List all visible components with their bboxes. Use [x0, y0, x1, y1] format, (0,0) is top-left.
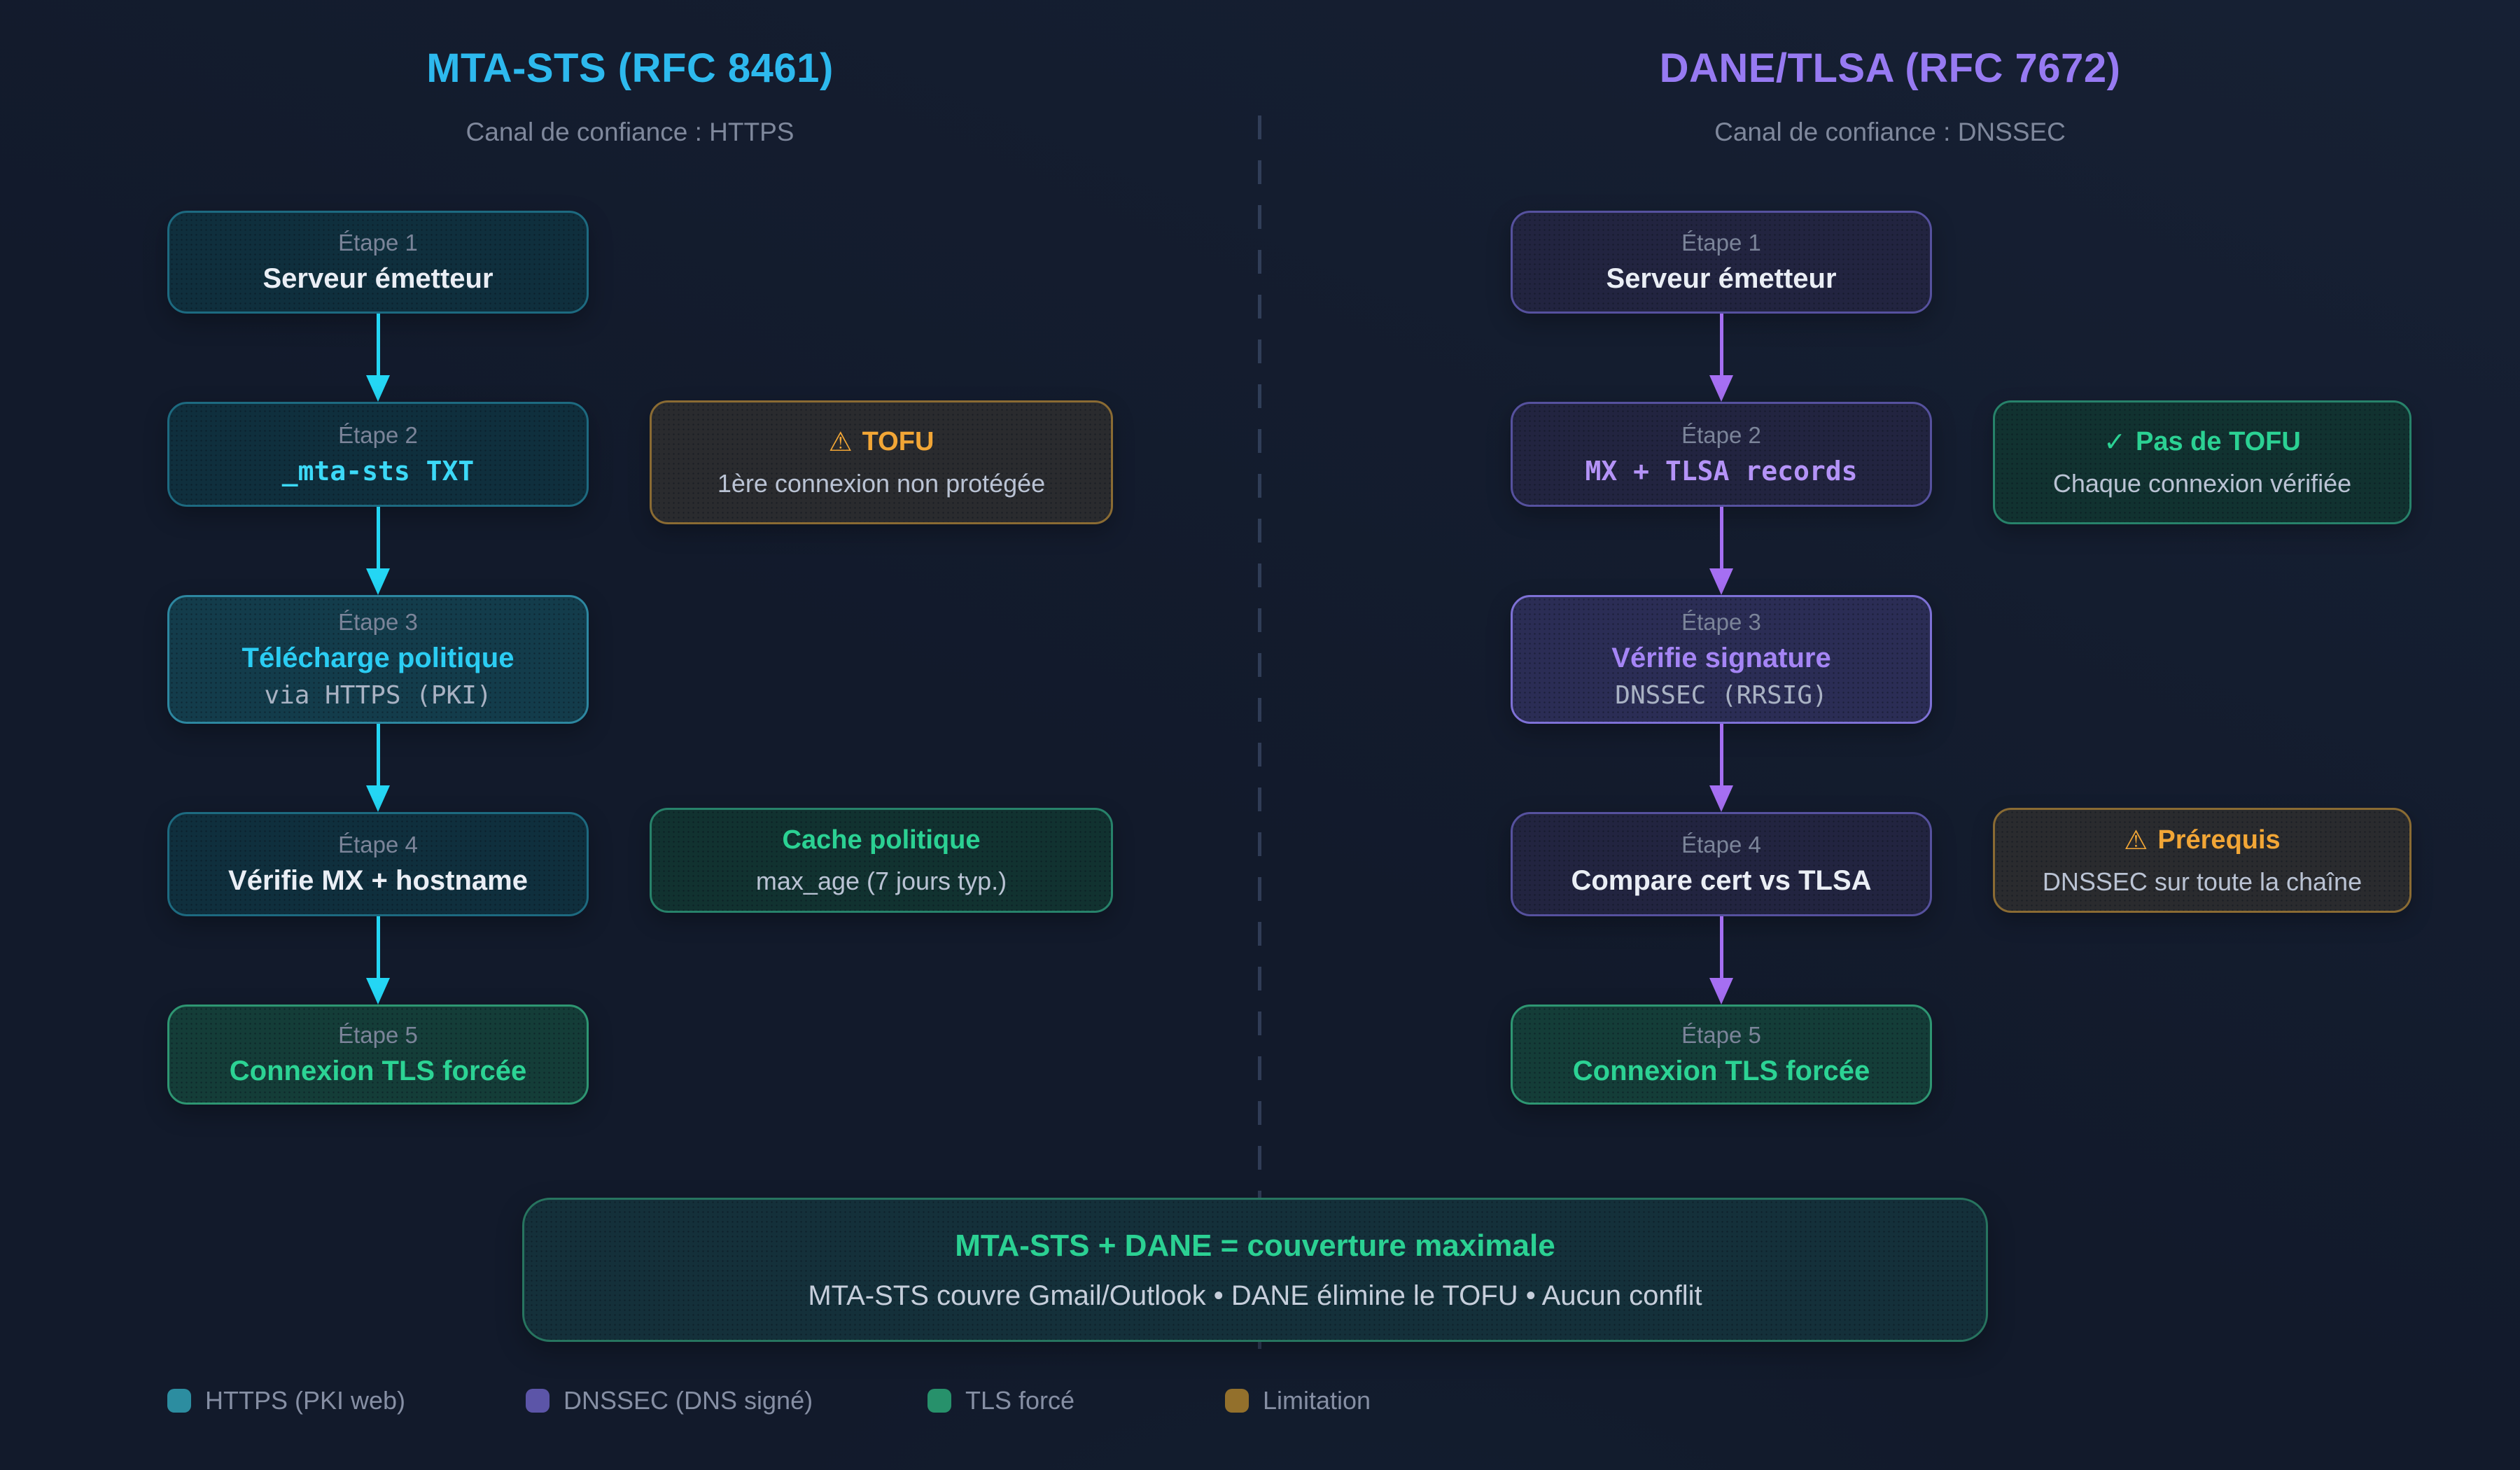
legend-label: TLS forcé	[965, 1386, 1075, 1415]
step-label: Étape 3	[1681, 609, 1761, 635]
summary-text: MTA-STS couvre Gmail/Outlook • DANE élim…	[808, 1280, 1702, 1311]
callout-title: Cache politique	[783, 825, 981, 855]
step-label: Étape 2	[1681, 422, 1761, 448]
callout-title: ⚠ Prérequis	[2124, 825, 2280, 856]
legend-label: Limitation	[1263, 1386, 1371, 1415]
warning-icon: ⚠	[828, 428, 853, 457]
step-label: Étape 2	[338, 422, 418, 448]
dane-tlsa-subtitle: Canal de confiance : DNSSEC	[1714, 118, 2066, 146]
callout-text: DNSSEC sur toute la chaîne	[2042, 867, 2362, 896]
step-title: Vérifie MX + hostname	[228, 865, 528, 896]
step-box-verifie-mx: Étape 4 Vérifie MX + hostname	[167, 812, 589, 916]
legend-label: DNSSEC (DNS signé)	[564, 1386, 813, 1415]
step-title: MX + TLSA records	[1585, 456, 1858, 486]
callout-title-text: Prérequis	[2157, 825, 2281, 855]
mta-sts-subtitle: Canal de confiance : HTTPS	[465, 118, 794, 146]
callout-text: 1ère connexion non protégée	[717, 469, 1046, 498]
callout-pas-de-tofu: ✓ Pas de TOFU Chaque connexion vérifiée	[1993, 400, 2412, 524]
callout-title: ⚠ TOFU	[829, 426, 934, 458]
step-box-serveur-emetteur: Étape 1 Serveur émetteur	[167, 211, 589, 314]
step-label: Étape 1	[1681, 230, 1761, 255]
step-box-verifie-signature: Étape 3 Vérifie signature DNSSEC (RRSIG)	[1511, 595, 1932, 724]
step-box-serveur-emetteur: Étape 1 Serveur émetteur	[1511, 211, 1932, 314]
legend-swatch-https	[167, 1389, 191, 1413]
callout-prerequis: ⚠ Prérequis DNSSEC sur toute la chaîne	[1993, 808, 2412, 913]
flow-arrow-down-icon	[366, 916, 390, 1004]
callout-text: max_age (7 jours typ.)	[755, 866, 1007, 895]
legend-swatch-tls-force	[927, 1389, 951, 1413]
callout-cache-politique: Cache politique max_age (7 jours typ.)	[650, 808, 1113, 913]
dane-tlsa-panel: DANE/TLSA (RFC 7672) Canal de confiance …	[1260, 0, 2520, 1470]
step-box-connexion-tls: Étape 5 Connexion TLS forcée	[167, 1004, 589, 1105]
legend-label: HTTPS (PKI web)	[205, 1386, 406, 1415]
legend-item-tls-force: TLS forcé	[927, 1386, 1074, 1415]
step-label: Étape 5	[1681, 1022, 1761, 1048]
mta-sts-title: MTA-STS (RFC 8461)	[426, 46, 834, 91]
step-label: Étape 3	[338, 609, 418, 635]
step-label: Étape 5	[338, 1022, 418, 1048]
summary-title: MTA-STS + DANE = couverture maximale	[955, 1228, 1555, 1263]
callout-title-text: Pas de TOFU	[2136, 427, 2301, 456]
legend-swatch-limitation	[1225, 1389, 1249, 1413]
flow-arrow-down-icon	[366, 314, 390, 402]
step-title: Connexion TLS forcée	[229, 1056, 527, 1086]
callout-title-text: TOFU	[862, 427, 934, 456]
mta-sts-flow: Étape 1 Serveur émetteur Étape 2 _mta-st…	[167, 211, 589, 1105]
step-title: Serveur émetteur	[1606, 263, 1837, 294]
step-title: Télécharge politique	[241, 643, 514, 673]
step-box-mx-tlsa-records: Étape 2 MX + TLSA records	[1511, 402, 1932, 507]
flow-arrow-down-icon	[366, 724, 390, 812]
step-title: _mta-sts TXT	[281, 456, 475, 486]
callout-tofu: ⚠ TOFU 1ère connexion non protégée	[650, 400, 1113, 524]
step-subtitle: via HTTPS (PKI)	[264, 681, 492, 710]
flow-arrow-down-icon	[1709, 314, 1733, 402]
step-box-connexion-tls: Étape 5 Connexion TLS forcée	[1511, 1004, 1932, 1105]
step-subtitle: DNSSEC (RRSIG)	[1615, 681, 1828, 710]
step-label: Étape 4	[338, 832, 418, 858]
flow-arrow-down-icon	[366, 507, 390, 595]
callout-title-text: Cache politique	[782, 825, 981, 855]
callout-text: Chaque connexion vérifiée	[2052, 469, 2352, 498]
step-box-telecharge-politique: Étape 3 Télécharge politique via HTTPS (…	[167, 595, 589, 724]
mta-sts-panel: MTA-STS (RFC 8461) Canal de confiance : …	[167, 46, 1113, 1105]
step-box-compare-cert: Étape 4 Compare cert vs TLSA	[1511, 812, 1932, 916]
step-title: Serveur émetteur	[262, 263, 493, 294]
center-dashed-divider	[1258, 115, 1261, 1365]
warning-icon: ⚠	[2124, 825, 2148, 855]
step-label: Étape 4	[1681, 832, 1761, 858]
summary-banner: MTA-STS + DANE = couverture maximale MTA…	[522, 1198, 1988, 1342]
flow-arrow-down-icon	[1709, 507, 1733, 595]
legend-item-https: HTTPS (PKI web)	[167, 1386, 405, 1415]
flow-arrow-down-icon	[1709, 916, 1733, 1004]
legend-item-dnssec: DNSSEC (DNS signé)	[526, 1386, 813, 1415]
step-title: Connexion TLS forcée	[1572, 1056, 1870, 1086]
step-label: Étape 1	[338, 230, 418, 255]
legend-swatch-dnssec	[526, 1389, 550, 1413]
check-icon: ✓	[2104, 428, 2127, 457]
dane-tlsa-title: DANE/TLSA (RFC 7672)	[1659, 46, 2121, 91]
step-title: Compare cert vs TLSA	[1571, 865, 1872, 896]
dane-tlsa-flow: Étape 1 Serveur émetteur Étape 2 MX + TL…	[1511, 211, 1932, 1105]
step-title: Vérifie signature	[1611, 643, 1831, 673]
callout-title: ✓ Pas de TOFU	[2104, 426, 2301, 458]
step-box-mta-sts-txt: Étape 2 _mta-sts TXT	[167, 402, 589, 507]
flow-arrow-down-icon	[1709, 724, 1733, 812]
legend-item-limitation: Limitation	[1225, 1386, 1371, 1415]
